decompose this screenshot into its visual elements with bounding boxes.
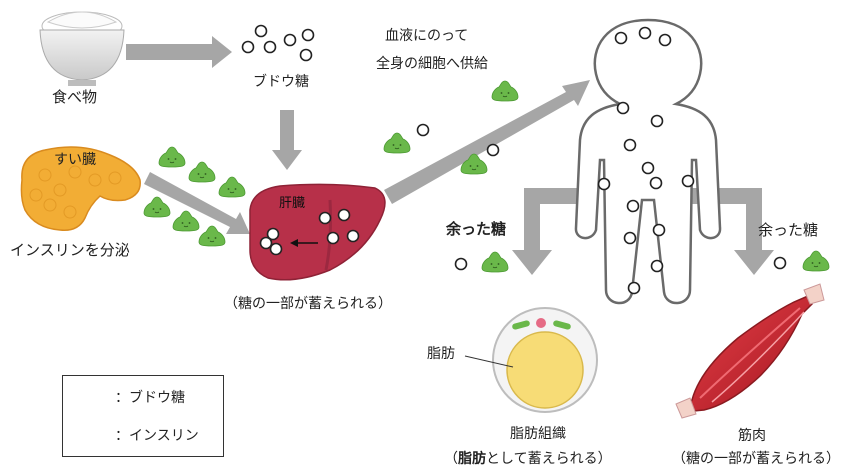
- adipose-cell-icon: [464, 307, 598, 413]
- label-food: 食べ物: [52, 88, 98, 106]
- arrow-liver-to-body: [384, 80, 590, 204]
- human-body-icon: [574, 18, 722, 305]
- legend-glucose-label: ：ブドウ糖: [115, 390, 185, 406]
- excess-right-items: [773, 250, 830, 272]
- legend-insulin-label: ：インスリン: [115, 428, 199, 444]
- arrow-into-liver: [290, 239, 318, 247]
- label-liver: 肝臓: [279, 196, 306, 211]
- label-insulin-secrete: インスリンを分泌: [10, 241, 130, 259]
- excess-left-items: [454, 251, 509, 273]
- label-fat: 脂肪: [427, 346, 455, 362]
- arrow-body-to-fat: [512, 188, 590, 275]
- adipose-store-open: （: [444, 451, 458, 467]
- liver-icon: [249, 183, 386, 281]
- glucose-in-body: [597, 26, 695, 295]
- pancreas-icon: [20, 146, 141, 231]
- label-adipose: 脂肪組織: [510, 426, 566, 442]
- flow-arrows: [126, 36, 774, 275]
- label-muscle: 筋肉: [738, 428, 766, 444]
- label-blood-line1: 血液にのって: [385, 28, 469, 44]
- legend: [62, 375, 224, 457]
- glucose-along-blood: [416, 123, 500, 157]
- label-adipose-store: （脂肪として蓄えられる）: [444, 452, 612, 466]
- arrow-pancreas-to-liver: [144, 172, 250, 234]
- label-blood-line2: 全身の細胞へ供給: [376, 56, 488, 72]
- arrow-body-to-muscle: [680, 188, 774, 275]
- arrow-glucose-to-liver: [272, 110, 302, 170]
- label-liver-store: （糖の一部が蓄えられる）: [224, 296, 392, 312]
- arrow-food-to-glucose: [126, 36, 232, 68]
- glucose-in-liver: [259, 208, 360, 256]
- rice-bowl-icon: [39, 11, 125, 86]
- label-pancreas: すい臓: [54, 152, 96, 168]
- glucose-cluster-top: [241, 24, 315, 62]
- adipose-store-bold: 脂肪: [458, 451, 486, 467]
- label-muscle-store: （糖の一部が蓄えられる）: [672, 451, 840, 467]
- label-excess-left: 余った糖: [446, 220, 507, 238]
- label-excess-right: 余った糖: [758, 221, 819, 239]
- muscle-icon: [675, 283, 825, 419]
- adipose-store-rest: として蓄えられる）: [486, 451, 612, 467]
- label-glucose: ブドウ糖: [253, 74, 309, 90]
